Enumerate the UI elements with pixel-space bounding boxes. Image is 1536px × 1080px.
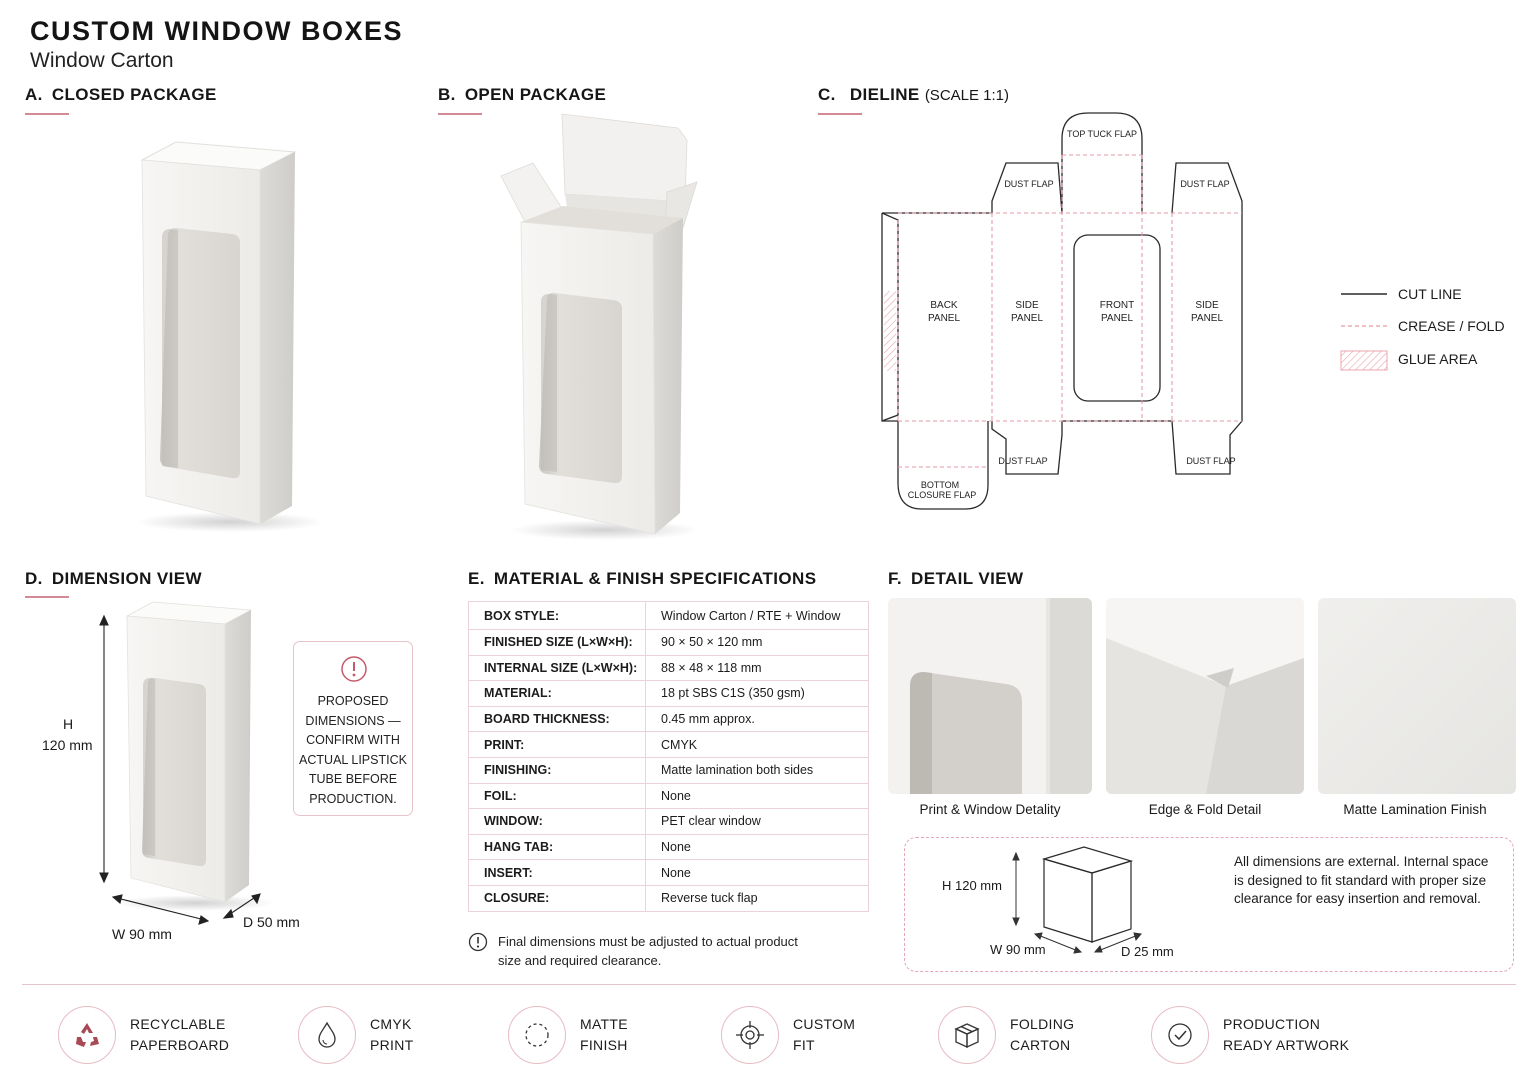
box-d-label: D 25 mm [1121,944,1174,959]
glue-area [884,291,896,371]
detail-caption-3: Matte Lamination Finish [1343,802,1487,817]
svg-text:SIDE: SIDE [1195,300,1219,311]
matte-lamination-image [1318,598,1516,794]
feature-icon-ring [58,1006,116,1064]
proposed-dimensions-notice: PROPOSED DIMENSIONS — CONFIRM WITH ACTUA… [293,641,413,816]
feature-icon-ring [721,1006,779,1064]
svg-text:PANEL: PANEL [928,313,960,324]
svg-text:FRONT: FRONT [1100,300,1134,311]
box-dimension-diagram [904,837,1514,972]
dieline-diagram: TOP TUCK FLAP DUST FLAP DUST FLAP BACK P… [881,112,1243,510]
feature-icon-ring [1151,1006,1209,1064]
cube-outline-icon [1012,846,1142,954]
svg-text:SIDE: SIDE [1015,300,1039,311]
closed-package-illustration [135,141,320,532]
dashed-circle-icon [525,1023,549,1047]
page-title: CUSTOM WINDOW BOXES [30,16,404,46]
table-row: HANG TAB:None [468,833,869,861]
feature-icon-ring [298,1006,356,1064]
table-row: FOIL:None [468,782,869,810]
svg-text:BACK: BACK [930,300,958,311]
detail-caption-1: Print & Window Detality [919,802,1061,817]
svg-text:BOTTOM: BOTTOM [921,480,959,490]
open-package-illustration [500,113,700,540]
box-h-label: H 120 mm [942,878,1002,893]
feature-icon-ring [508,1006,566,1064]
table-row: FINISHED SIZE (L×W×H):90 × 50 × 120 mm [468,629,869,656]
detail-caption-2: Edge & Fold Detail [1148,802,1262,817]
table-row: WINDOW:PET clear window [468,808,869,835]
legend-crease-fold: CREASE / FOLD [1398,318,1505,334]
front-window-cutout [1073,234,1161,402]
table-row: PRINT:CMYK [468,731,869,758]
check-circle-icon [1168,1023,1192,1047]
dimension-d-label: D 50 mm [243,914,300,930]
svg-text:PANEL: PANEL [1011,313,1043,324]
svg-text:TOP TUCK FLAP: TOP TUCK FLAP [1067,129,1137,139]
svg-text:DUST FLAP: DUST FLAP [998,456,1047,466]
legend-cut-line: CUT LINE [1398,286,1462,302]
dimension-w-label: W 90 mm [112,926,172,942]
legend-symbols [1340,293,1388,371]
droplet-icon [318,1021,336,1048]
edge-fold-detail-image [1106,598,1304,794]
dimension-h-value: 120 mm [42,737,93,753]
section-c-underline [818,113,862,115]
recycle-icon [76,1023,99,1047]
box-w-label: W 90 mm [990,942,1046,957]
svg-text:DUST FLAP: DUST FLAP [1186,456,1235,466]
section-c-heading: C.DIELINE (SCALE 1:1) [818,85,1010,104]
section-b-underline [438,113,482,115]
section-d-underline [25,596,69,598]
table-row: INSERT:None [468,859,869,886]
section-b-heading: B.OPEN PACKAGE [438,85,607,104]
section-a-heading: A.CLOSED PACKAGE [25,85,217,104]
spec-note: Final dimensions must be adjusted to act… [498,934,798,968]
glue-area-symbol [1340,350,1388,371]
svg-text:DUST FLAP: DUST FLAP [1180,179,1229,189]
svg-text:CLOSURE FLAP: CLOSURE FLAP [908,490,977,500]
table-row: FINISHING:Matte lamination both sides [468,756,869,784]
table-row: BOARD THICKNESS:0.45 mm approx. [468,705,869,733]
legend-glue-area: GLUE AREA [1398,351,1478,367]
table-row: MATERIAL:18 pt SBS C1S (350 gsm) [468,680,869,707]
top-tuck-flap-outline [1061,112,1143,213]
print-window-detail-image [888,598,1092,794]
svg-text:DUST FLAP: DUST FLAP [1004,179,1053,189]
notice-text: PROPOSED DIMENSIONS — CONFIRM WITH ACTUA… [299,694,407,806]
spec-table: BOX STYLE:Window Carton / RTE + Window F… [468,601,869,912]
svg-text:PANEL: PANEL [1101,313,1133,324]
footer-divider [22,984,1516,985]
dimension-h-letter: H [63,716,74,732]
feature-icon-ring [938,1006,996,1064]
target-icon [736,1021,764,1049]
section-a-underline [25,113,69,115]
section-e-heading: E.MATERIAL & FINISH SPECIFICATIONS [468,569,817,588]
section-f-heading: F.DETAIL VIEW [888,569,1024,588]
warning-icon [341,656,367,682]
info-icon [468,932,488,952]
table-row: INTERNAL SIZE (L×W×H):88 × 48 × 118 mm [468,654,869,682]
page-subtitle: Window Carton [30,49,174,72]
svg-text:PANEL: PANEL [1191,313,1223,324]
box-dimensions-note: All dimensions are external. Internal sp… [1234,854,1489,907]
table-row: CLOSURE:Reverse tuck flap [468,884,869,912]
box-icon [954,1023,980,1049]
dimension-view-illustration [99,601,275,925]
table-row: BOX STYLE:Window Carton / RTE + Window [468,601,869,630]
section-d-heading: D.DIMENSION VIEW [25,569,202,588]
